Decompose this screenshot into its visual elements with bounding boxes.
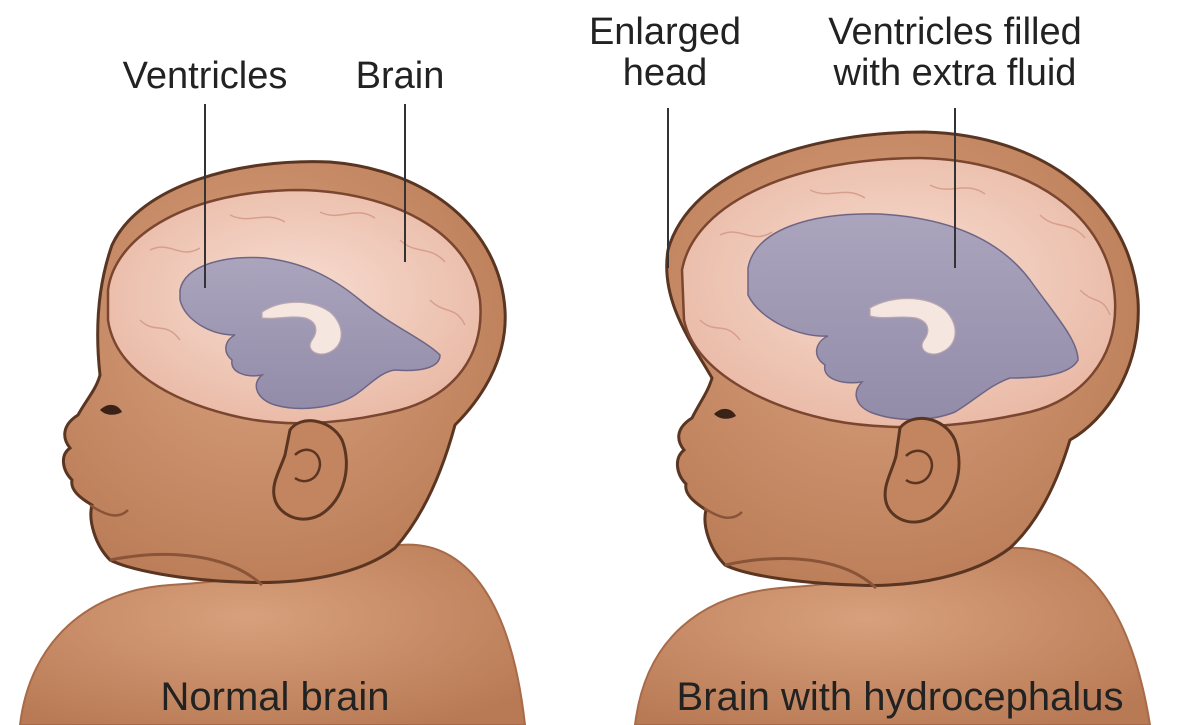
enlarged-head-label-line1: Enlarged [560, 12, 770, 53]
enlarged-head-label: Enlarged head [560, 12, 770, 93]
ventricles-filled-label-line2: with extra fluid [780, 53, 1130, 94]
enlarged-head-label-line2: head [560, 53, 770, 94]
normal-brain-caption: Normal brain [80, 676, 470, 719]
hydrocephalus-baby [635, 108, 1150, 725]
hydrocephalus-caption: Brain with hydrocephalus [620, 676, 1180, 719]
ventricles-filled-label-line1: Ventricles filled [780, 12, 1130, 53]
normal-baby [20, 104, 525, 725]
ventricles-label: Ventricles [90, 56, 320, 97]
ventricles-filled-label: Ventricles filled with extra fluid [780, 12, 1130, 93]
brain-label: Brain [325, 56, 475, 97]
